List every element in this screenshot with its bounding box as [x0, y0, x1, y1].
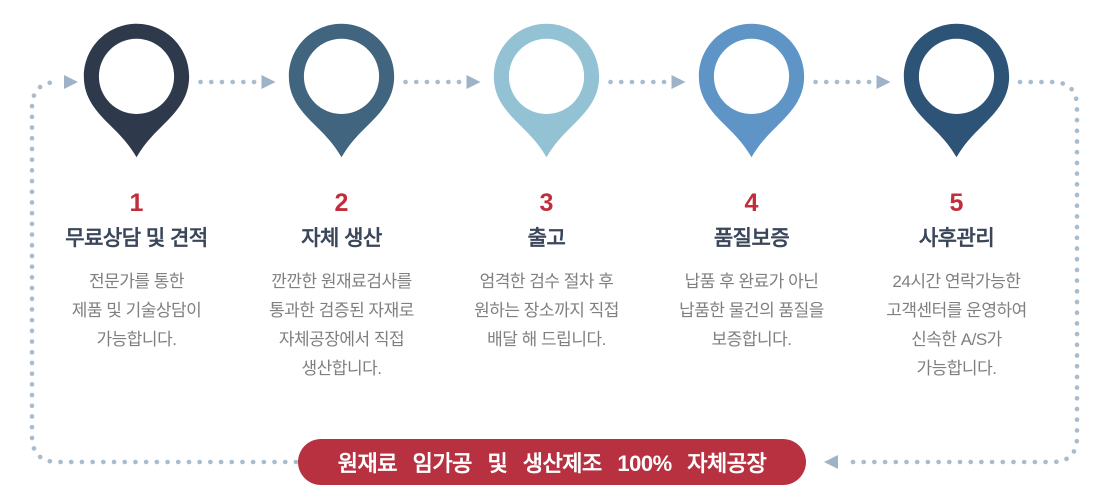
step-title: 품질보증: [713, 227, 790, 250]
pin-marker: [698, 23, 805, 158]
step-description: 전문가를 통한 제품 및 기술상담이 가능합니다.: [71, 272, 202, 349]
steps-row: 1 무료상담 및 견적 전문가를 통한 제품 및 기술상담이 가능합니다.: [34, 0, 1059, 383]
arrowhead-icon: [824, 455, 838, 469]
step-description: 납품 후 완료가 아닌 납품한 물건의 품질을 보증합니다.: [679, 272, 824, 349]
pin-marker: [288, 23, 395, 158]
step-description: 24시간 연락가능한 고객센터를 운영하여 신속한 A/S가 가능합니다.: [886, 272, 1027, 378]
pin-marker: [83, 23, 190, 158]
step-number: 3: [539, 189, 554, 217]
arrowhead-icon: [261, 75, 276, 89]
step-title: 출고: [527, 227, 566, 250]
step-column: 1 무료상담 및 견적 전문가를 통한 제품 및 기술상담이 가능합니다.: [34, 0, 239, 383]
banner: 원재료 임가공 및 생산제조 100% 자체공장: [298, 439, 806, 485]
step-description: 깐깐한 원재료검사를 통과한 검증된 자재로 자체공장에서 직접 생산합니다.: [269, 272, 414, 378]
arrowhead-icon: [876, 75, 891, 89]
pin-marker: [903, 23, 1010, 158]
step-column: 4 품질보증 납품 후 완료가 아닌 납품한 물건의 품질을 보증합니다.: [649, 0, 854, 383]
step-title: 무료상담 및 견적: [65, 227, 208, 250]
step-number: 4: [744, 189, 759, 217]
step-number: 1: [129, 189, 144, 217]
step-column: 3 출고 엄격한 검수 절차 후 원하는 장소까지 직접 배달 해 드립니다.: [444, 0, 649, 383]
step-number: 5: [949, 189, 964, 217]
step-title: 자체 생산: [301, 227, 382, 250]
dotted-path-left: [29, 79, 299, 465]
dotted-path-right: [843, 79, 1080, 465]
arrowhead-icon: [671, 75, 686, 89]
banner-label: 원재료 임가공 및 생산제조 100% 자체공장: [337, 451, 767, 476]
step-number: 2: [334, 189, 349, 217]
step-title: 사후관리: [918, 227, 995, 250]
arrowhead-icon: [64, 75, 78, 89]
pin-marker: [493, 23, 600, 158]
step-column: 2 자체 생산 깐깐한 원재료검사를 통과한 검증된 자재로 자체공장에서 직접…: [239, 0, 444, 383]
step-column: 5 사후관리 24시간 연락가능한 고객센터를 운영하여 신속한 A/S가 가능…: [854, 0, 1059, 383]
step-description: 엄격한 검수 절차 후 원하는 장소까지 직접 배달 해 드립니다.: [474, 272, 619, 349]
arrowhead-icon: [466, 75, 481, 89]
